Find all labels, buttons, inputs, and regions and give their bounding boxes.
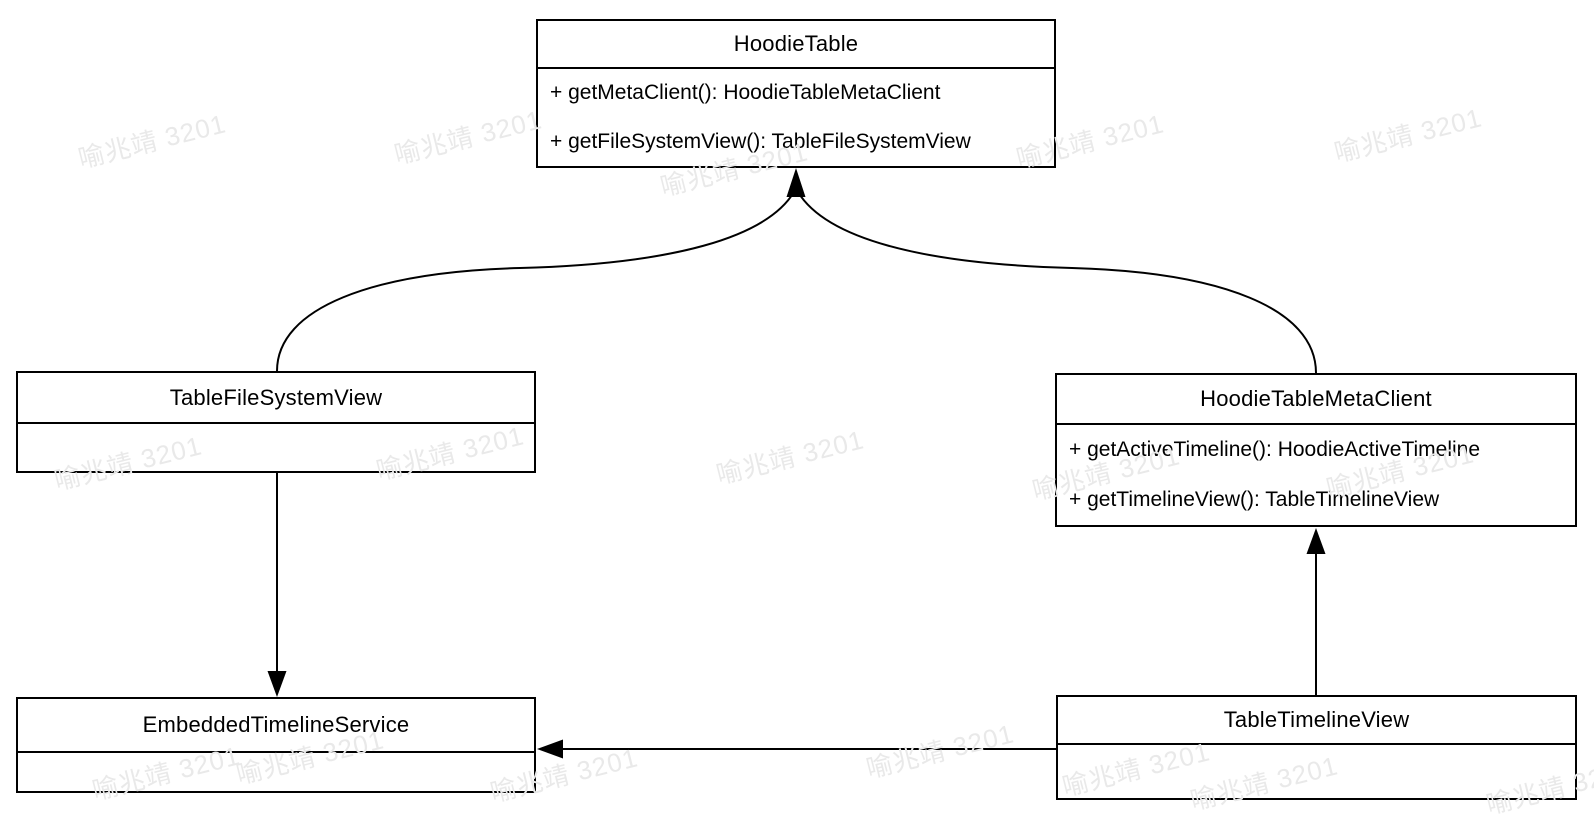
class-methods-tabletimelineview bbox=[1058, 745, 1575, 798]
edge-tablefilesystemview-to-hoodietable bbox=[276, 191, 795, 372]
method-gettimelineview: + getTimelineView(): TableTimelineView bbox=[1069, 488, 1440, 511]
arrowhead-into-hoodietablemetaclient-bottom bbox=[1306, 528, 1326, 554]
method-getfilesystemview: + getFileSystemView(): TableFileSystemVi… bbox=[550, 129, 971, 153]
class-methods-hoodietable: + getMetaClient(): HoodieTableMetaClient… bbox=[538, 69, 1054, 166]
watermark-text: 喻兆靖 3201 bbox=[391, 104, 546, 170]
edge-hoodietablemetaclient-to-hoodietable bbox=[797, 191, 1317, 374]
class-box-tabletimelineview: TableTimelineView bbox=[1056, 695, 1577, 800]
class-methods-embeddedtimelineservice bbox=[18, 753, 534, 791]
class-title-hoodietablemetaclient: HoodieTableMetaClient bbox=[1057, 375, 1575, 425]
class-box-embeddedtimelineservice: EmbeddedTimelineService bbox=[16, 697, 536, 793]
class-title-embeddedtimelineservice: EmbeddedTimelineService bbox=[18, 699, 534, 753]
watermark-text: 喻兆靖 3201 bbox=[863, 718, 1018, 784]
method-getmetaclient: + getMetaClient(): HoodieTableMetaClient bbox=[550, 81, 941, 105]
arrowhead-into-embeddedtimelineservice-right bbox=[537, 739, 563, 759]
class-methods-hoodietablemetaclient: + getActiveTimeline(): HoodieActiveTimel… bbox=[1057, 425, 1575, 525]
arrowhead-into-embeddedtimelineservice-top bbox=[267, 671, 287, 697]
arrowhead-into-hoodietable bbox=[786, 168, 806, 197]
class-title-hoodietable: HoodieTable bbox=[538, 21, 1054, 69]
class-box-hoodietable: HoodieTable + getMetaClient(): HoodieTab… bbox=[536, 19, 1056, 168]
watermark-text: 喻兆靖 3201 bbox=[75, 108, 230, 174]
class-methods-tablefilesystemview bbox=[18, 424, 534, 471]
class-box-hoodietablemetaclient: HoodieTableMetaClient + getActiveTimelin… bbox=[1055, 373, 1577, 527]
watermark-text: 喻兆靖 3201 bbox=[1331, 102, 1486, 168]
class-title-tabletimelineview: TableTimelineView bbox=[1058, 697, 1575, 745]
watermark-text: 喻兆靖 3201 bbox=[713, 424, 868, 490]
method-getactivetimeline: + getActiveTimeline(): HoodieActiveTimel… bbox=[1069, 438, 1481, 461]
class-title-tablefilesystemview: TableFileSystemView bbox=[18, 373, 534, 424]
class-box-tablefilesystemview: TableFileSystemView bbox=[16, 371, 536, 473]
